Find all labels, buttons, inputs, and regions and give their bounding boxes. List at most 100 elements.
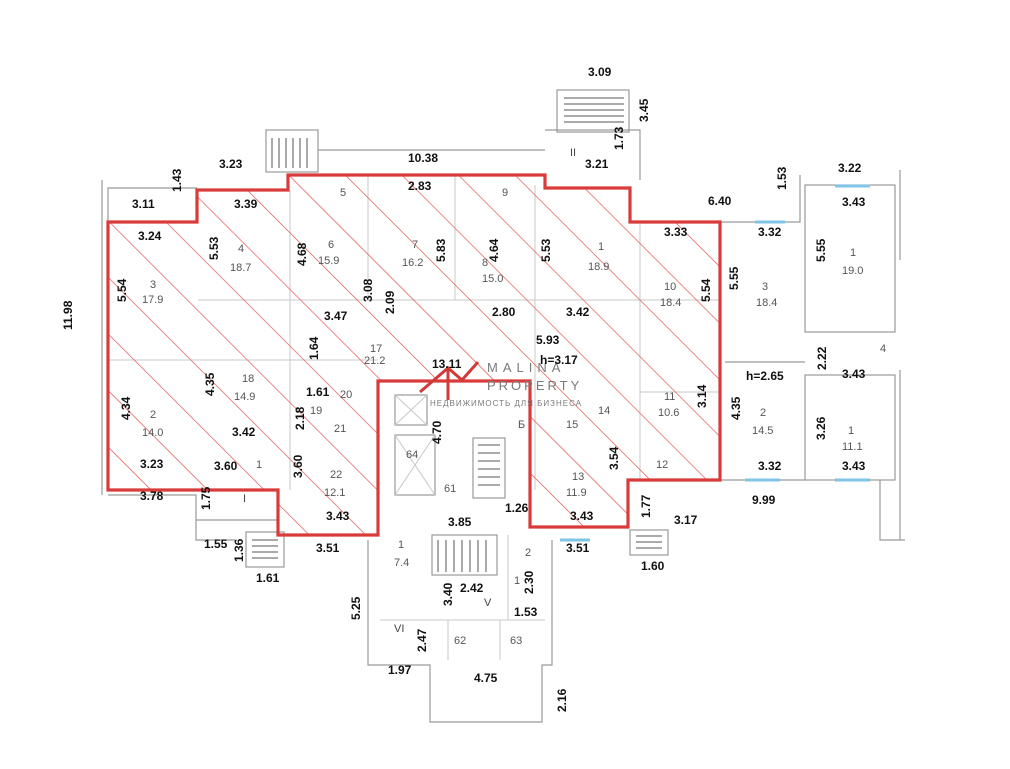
room-area: 7.4 bbox=[394, 557, 409, 569]
dim-label: 4.64 bbox=[487, 238, 501, 262]
dim-label: 1.55 bbox=[204, 537, 228, 551]
room-area: 14.5 bbox=[752, 425, 773, 437]
dim-label: 3.14 bbox=[695, 384, 709, 408]
dim-label: 6.40 bbox=[708, 194, 732, 208]
dim-label: 3.24 bbox=[138, 229, 162, 243]
dim-label: 3.21 bbox=[585, 157, 609, 171]
room-number: 2 bbox=[760, 407, 766, 419]
brand-name-line1: MALINA bbox=[487, 360, 565, 375]
section-labels: II I V VI bbox=[243, 147, 576, 635]
room-number: 8 bbox=[482, 257, 488, 269]
dim-label: 3.43 bbox=[842, 195, 866, 209]
logo-mark-icon bbox=[419, 361, 480, 394]
dim-label: 4.34 bbox=[119, 396, 133, 420]
room-number: 17 bbox=[370, 343, 382, 355]
room-area: 18.4 bbox=[756, 297, 777, 309]
room-area: 11.9 bbox=[566, 487, 587, 499]
dim-label: 2.30 bbox=[522, 570, 536, 594]
room-labels: 3 17.9 4 18.7 5 6 15.9 7 16.2 8 15.0 9 1… bbox=[142, 187, 886, 647]
room-number: 21 bbox=[334, 423, 346, 435]
room-area: 15.9 bbox=[318, 255, 339, 267]
dim-label: 1.60 bbox=[641, 559, 665, 573]
dim-label: 3.43 bbox=[842, 367, 866, 381]
room-number: 13 bbox=[572, 471, 584, 483]
dim-label: 9.99 bbox=[752, 493, 776, 507]
dim-label: 1.26 bbox=[505, 501, 529, 515]
dim-label: 3.33 bbox=[664, 225, 688, 239]
dim-label: 3.17 bbox=[674, 513, 698, 527]
dim-label: 3.60 bbox=[214, 459, 238, 473]
brand-tagline: НЕДВИЖИМОСТЬ ДЛЯ БИЗНЕСА bbox=[430, 399, 582, 408]
room-number: 14 bbox=[598, 405, 610, 417]
room-number: 4 bbox=[238, 243, 244, 255]
room-number: 6 bbox=[328, 239, 334, 251]
room-area: 17.9 bbox=[142, 294, 163, 306]
room-number: 1 bbox=[514, 575, 520, 587]
dim-label: 3.78 bbox=[140, 489, 164, 503]
dim-label: 2.16 bbox=[555, 688, 569, 712]
brand-name-line2: PROPERTY bbox=[487, 378, 582, 393]
dim-label: 3.51 bbox=[566, 541, 590, 555]
dim-label: 3.85 bbox=[448, 515, 472, 529]
dim-label: 3.45 bbox=[637, 98, 651, 122]
room-number: 1 bbox=[850, 247, 856, 259]
room-number: 1 bbox=[848, 425, 854, 437]
dim-label: 4.35 bbox=[729, 396, 743, 420]
section-label: II bbox=[570, 147, 576, 159]
section-label: I bbox=[243, 493, 246, 505]
brand-logo: MALINA PROPERTY НЕДВИЖИМОСТЬ ДЛЯ БИЗНЕСА bbox=[419, 360, 582, 408]
room-number: 22 bbox=[330, 469, 342, 481]
dim-label: 2.18 bbox=[293, 406, 307, 430]
dim-label: 3.43 bbox=[570, 509, 594, 523]
dim-label: 2.09 bbox=[383, 290, 397, 314]
dim-label: 3.42 bbox=[566, 305, 590, 319]
room-number: Б bbox=[518, 419, 525, 431]
dim-label: 4.35 bbox=[203, 372, 217, 396]
dim-label: 1.36 bbox=[232, 538, 246, 562]
dim-label: 5.55 bbox=[727, 266, 741, 290]
dim-label: 2.22 bbox=[815, 346, 829, 370]
room-number: 4 bbox=[880, 343, 886, 355]
room-area: 15.0 bbox=[482, 273, 503, 285]
room-number: 64 bbox=[406, 449, 418, 461]
room-number: 5 bbox=[340, 187, 346, 199]
dim-label: 5.25 bbox=[349, 596, 363, 620]
room-area: 18.7 bbox=[230, 262, 251, 274]
room-area: 18.9 bbox=[588, 261, 609, 273]
dim-label: 5.93 bbox=[536, 333, 560, 347]
room-number: 1 bbox=[256, 459, 262, 471]
room-number: 20 bbox=[340, 389, 352, 401]
room-area: 14.0 bbox=[142, 427, 163, 439]
dim-label: 3.32 bbox=[758, 459, 782, 473]
room-area: 18.4 bbox=[660, 297, 681, 309]
room-number: 18 bbox=[242, 373, 254, 385]
room-area: 11.1 bbox=[842, 441, 863, 453]
dim-label: 1.53 bbox=[775, 166, 789, 190]
dim-label: 3.60 bbox=[291, 454, 305, 478]
dim-label: h=3.17 bbox=[540, 353, 578, 367]
room-number: 2 bbox=[150, 409, 156, 421]
dim-label: 3.54 bbox=[607, 446, 621, 470]
dim-label: 4.75 bbox=[474, 671, 498, 685]
room-number: 11 bbox=[664, 391, 675, 403]
dim-label: 11.98 bbox=[61, 300, 75, 330]
dim-label: 3.11 bbox=[132, 197, 155, 211]
section-label: VI bbox=[394, 623, 404, 635]
dim-label: 3.39 bbox=[234, 197, 258, 211]
dim-label: 5.54 bbox=[115, 278, 129, 302]
room-area: 16.2 bbox=[402, 257, 423, 269]
dim-label: 1.64 bbox=[307, 336, 321, 360]
dim-label: 13.11 bbox=[432, 357, 462, 371]
dim-label: 1.53 bbox=[514, 605, 538, 619]
dim-label: 3.40 bbox=[441, 582, 455, 606]
dim-label: 3.23 bbox=[219, 157, 243, 171]
dim-label: 3.09 bbox=[588, 65, 612, 79]
dim-label: 1.61 bbox=[256, 571, 280, 585]
dim-label: 5.53 bbox=[207, 236, 221, 260]
dim-label: 1.73 bbox=[612, 126, 626, 150]
dim-label: 1.97 bbox=[388, 663, 412, 677]
dim-label: 3.22 bbox=[838, 161, 862, 175]
dim-label: 2.42 bbox=[460, 581, 484, 595]
dim-label: h=2.65 bbox=[746, 369, 784, 383]
